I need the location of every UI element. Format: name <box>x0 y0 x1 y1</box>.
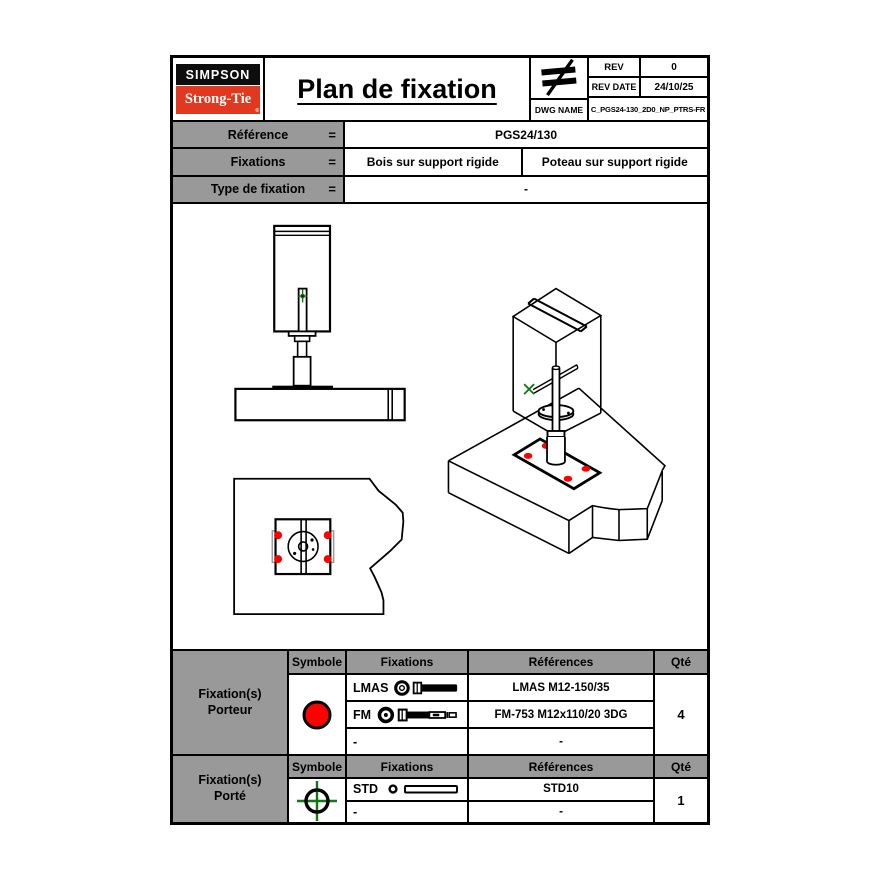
column-header-qte: Qté <box>653 756 707 777</box>
fixation-name-cell: LMAS <box>345 673 467 700</box>
fixation-reference-cell: - <box>467 799 653 822</box>
porteur-group-label: Fixation(s)Porteur <box>173 651 287 754</box>
plan-view-drawing <box>233 477 405 616</box>
technical-views-area <box>173 202 707 649</box>
fixation-support-value-2: Poteau sur support rigide <box>520 149 707 175</box>
not-equal-stamp-icon <box>531 58 587 98</box>
technical-drawing <box>233 224 667 616</box>
front-view-drawing <box>234 224 406 422</box>
anchor-point-markers <box>523 442 591 482</box>
logo-strongtie-text: Strong-Tie ® <box>176 86 260 114</box>
registered-mark: ® <box>255 108 259 114</box>
column-header-fixations: Fixations <box>345 651 467 673</box>
simpson-strongtie-logo: SIMPSON Strong-Tie ® <box>173 58 265 120</box>
rev-value: 0 <box>639 58 707 78</box>
crosshair-symbol-icon <box>297 780 337 821</box>
fixation-plan-document: SIMPSON Strong-Tie ® Plan de fixation <box>170 55 710 825</box>
fixation-support-value-1: Bois sur support rigide <box>366 154 499 169</box>
porteur-fixation-table: Fixation(s)Porteur Symbole Fixations Réf… <box>173 649 707 754</box>
rev-date-label: REV DATE <box>587 78 639 98</box>
rev-label: REV <box>587 58 639 78</box>
washer-anchor-icon <box>377 706 457 723</box>
document-title: Plan de fixation <box>297 73 497 104</box>
fixation-name-cell: - <box>345 727 467 754</box>
isometric-view-drawing <box>447 287 667 555</box>
rev-date-value: 24/10/25 <box>639 78 707 98</box>
porteur-symbol-cell <box>287 673 345 754</box>
washer-bolt-icon <box>394 679 458 696</box>
column-header-fixations: Fixations <box>345 756 467 777</box>
fixation-name-cell: - <box>345 799 467 822</box>
column-header-references: Références <box>467 756 653 777</box>
column-header-symbole: Symbole <box>287 651 345 673</box>
type-fixation-label-cell: Type de fixation = <box>173 176 345 202</box>
porteur-quantity-cell: 4 <box>653 673 707 754</box>
revision-block: REV 0 REV DATE 24/10/25 DWG NAME C_PGS24… <box>529 58 707 120</box>
porte-fixation-table: Fixation(s)Porté Symbole Fixations Référ… <box>173 754 707 822</box>
fixations-label-cell: Fixations = <box>173 149 345 175</box>
fixation-name-cell: STD <box>345 777 467 800</box>
dowel-pin-icon <box>388 784 458 794</box>
type-fixation-row: Type de fixation = - <box>173 174 707 202</box>
equals-sign: = <box>328 181 336 197</box>
fixations-row: Fixations = Bois sur support rigide Pote… <box>173 147 707 175</box>
porte-quantity-cell: 1 <box>653 777 707 822</box>
anchor-point-markers <box>274 531 332 564</box>
column-header-references: Références <box>467 651 653 673</box>
fixation-reference-cell: - <box>467 727 653 754</box>
dwg-name-label: DWG NAME <box>531 98 587 120</box>
equals-sign: = <box>328 154 336 170</box>
reference-label-cell: Référence = <box>173 122 345 148</box>
red-circle-symbol-icon <box>302 700 332 729</box>
porte-symbol-cell <box>287 777 345 822</box>
reference-row: Référence = PGS24/130 <box>173 122 707 148</box>
reference-value: PGS24/130 <box>494 127 558 142</box>
fixation-reference-cell: LMAS M12-150/35 <box>467 673 653 700</box>
fixation-reference-cell: STD10 <box>467 777 653 800</box>
dwg-name-value: C_PGS24-130_2D0_NP_PTRS-FR <box>587 98 707 120</box>
fixation-reference-cell: FM-753 M12x110/20 3DG <box>467 700 653 727</box>
reference-info-table: Référence = PGS24/130 Fixations = Bois s… <box>173 120 707 202</box>
type-fixation-value: - <box>524 182 528 197</box>
porte-group-label: Fixation(s)Porté <box>173 756 287 822</box>
title-block: SIMPSON Strong-Tie ® Plan de fixation <box>173 58 707 120</box>
fixation-name-cell: FM <box>345 700 467 727</box>
equals-sign: = <box>328 127 336 143</box>
column-header-qte: Qté <box>653 651 707 673</box>
column-header-symbole: Symbole <box>287 756 345 777</box>
logo-simpson-text: SIMPSON <box>176 64 260 85</box>
